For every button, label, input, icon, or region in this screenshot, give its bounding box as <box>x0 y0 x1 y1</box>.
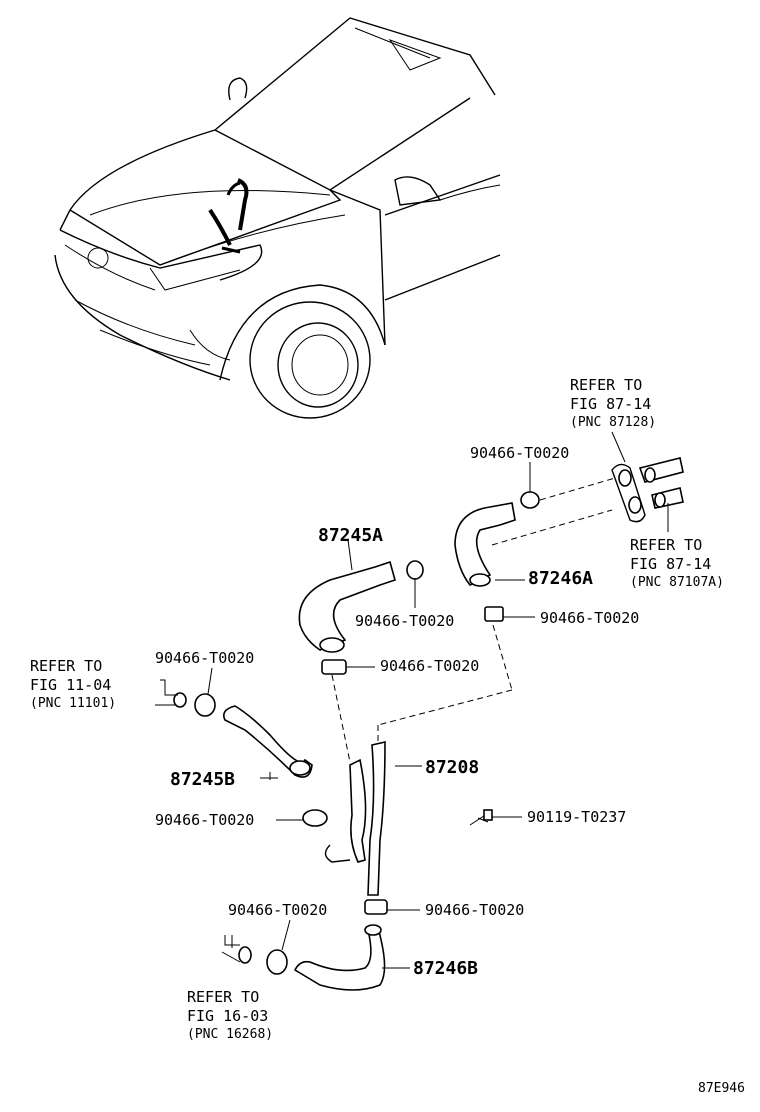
label-clip-5: 90466-T0020 <box>380 657 479 675</box>
hose-87246B <box>293 924 386 991</box>
label-87246B: 87246B <box>413 958 478 979</box>
leader-lines <box>207 431 669 969</box>
label-87245A: 87245A <box>318 525 383 546</box>
hose-87245B <box>222 705 313 778</box>
ref-right-line1: REFER TO <box>630 536 702 554</box>
hose-87246A <box>454 502 516 587</box>
label-clip-1: 90466-T0020 <box>470 444 569 462</box>
label-87246A: 87246A <box>528 568 593 589</box>
label-bolt: 90119-T0237 <box>527 808 626 826</box>
ref-bottom-line3: (PNC 16268) <box>187 1027 273 1042</box>
ref-top-line3: (PNC 87128) <box>570 415 656 430</box>
label-87245B: 87245B <box>170 769 235 790</box>
ref-left-line1: REFER TO <box>30 657 102 675</box>
label-clip-8: 90466-T0020 <box>425 901 524 919</box>
ref-bottom-line2: FIG 16-03 <box>187 1007 268 1025</box>
label-clip-4: 90466-T0020 <box>155 649 254 667</box>
ref-left-line3: (PNC 11101) <box>30 696 116 711</box>
vehicle-illustration <box>54 17 501 419</box>
ref-left-line2: FIG 11-04 <box>30 676 111 694</box>
label-clip-3: 90466-T0020 <box>540 609 639 627</box>
ref-top-line2: FIG 87-14 <box>570 395 651 413</box>
heater-core-connector <box>611 457 684 523</box>
labels: REFER TO FIG 87-14 (PNC 87128) 90466-T00… <box>30 376 745 1096</box>
dashed-lines <box>331 477 616 763</box>
figure-code: 87E946 <box>698 1081 745 1096</box>
label-clip-2: 90466-T0020 <box>355 612 454 630</box>
label-clip-7: 90466-T0020 <box>228 901 327 919</box>
ref-right-line3: (PNC 87107A) <box>630 575 724 590</box>
ref-top-line1: REFER TO <box>570 376 642 394</box>
hose-87245A <box>298 560 396 653</box>
ref-right-line2: FIG 87-14 <box>630 555 711 573</box>
label-clip-6: 90466-T0020 <box>155 811 254 829</box>
ref-bottom-line1: REFER TO <box>187 988 259 1006</box>
pipe-87208 <box>324 740 386 896</box>
label-87208: 87208 <box>425 757 479 778</box>
